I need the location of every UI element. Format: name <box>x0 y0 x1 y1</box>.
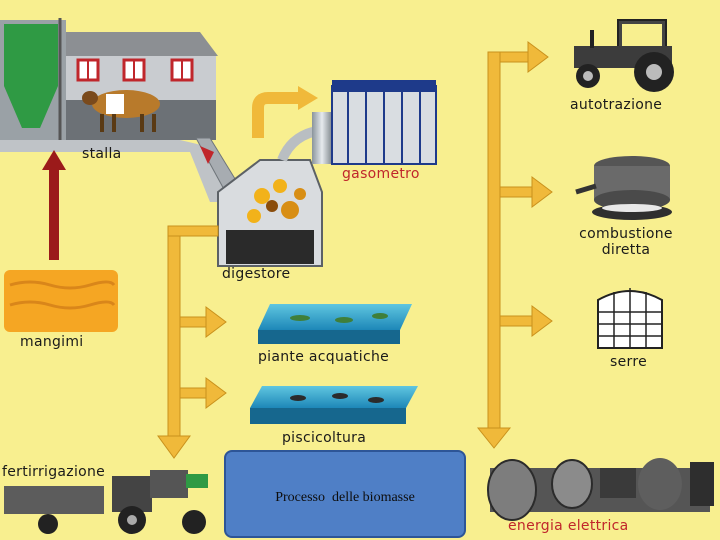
cooking-pot-icon <box>575 156 672 220</box>
label-diretta: diretta <box>601 242 651 258</box>
cow-icon <box>82 90 160 132</box>
label-piscicoltura: piscicoltura <box>282 430 367 446</box>
label-digestore: digestore <box>222 266 291 282</box>
distribution-arrows <box>476 41 553 449</box>
tractor-trailer-icon <box>4 470 208 534</box>
label-combustione: combustione <box>579 226 673 242</box>
generator-icon <box>487 458 714 521</box>
feed-arrow <box>42 150 66 260</box>
label-gasometro: gasometro <box>342 166 420 182</box>
label-fertirrigazione: fertirrigazione <box>2 464 106 480</box>
greenhouse-icon <box>597 288 663 349</box>
caption-text: Processo delle biomasse <box>275 490 415 505</box>
caption-box: Processo delle biomasse <box>224 450 466 538</box>
silo-icon <box>0 18 66 140</box>
label-autotrazione: autotrazione <box>570 97 663 113</box>
gas-holder-icon <box>331 80 437 165</box>
label-mangimi: mangimi <box>20 334 84 350</box>
label-stalla: stalla <box>82 146 122 162</box>
secondary-arrows <box>157 225 227 459</box>
label-piante-acquatiche: piante acquatiche <box>258 349 390 365</box>
digester-icon <box>217 159 323 267</box>
tractor-icon <box>574 19 674 92</box>
fish-pond-icon <box>250 386 418 424</box>
barn-icon <box>66 32 218 140</box>
pond-plants-icon <box>258 304 412 344</box>
hay-bale-icon <box>4 270 118 332</box>
label-serre: serre <box>610 354 647 370</box>
label-energia-elettrica: energia elettrica <box>508 518 629 534</box>
